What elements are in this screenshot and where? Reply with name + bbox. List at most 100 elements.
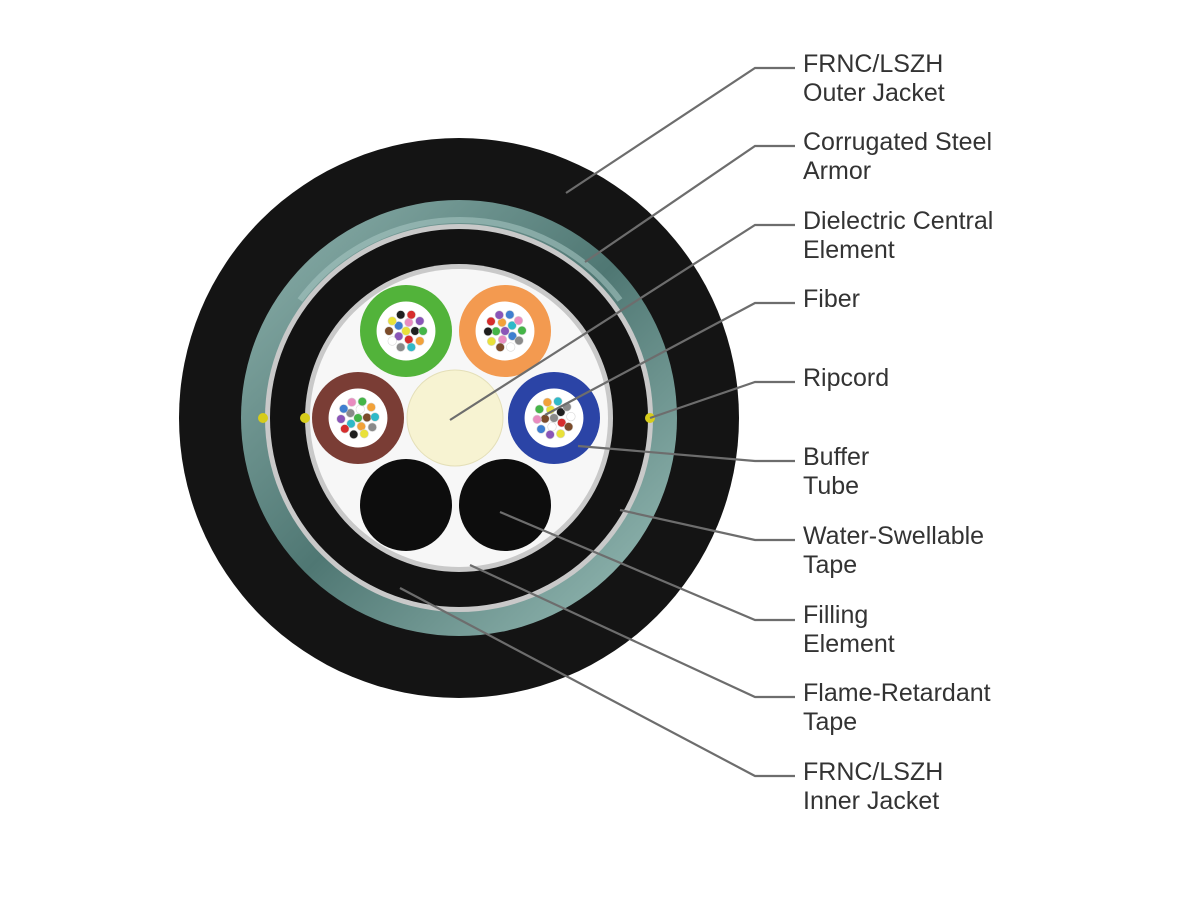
filling-element-left [360,459,452,551]
fiber [507,320,517,331]
fiber [507,331,518,341]
fiber [486,316,496,327]
buffer-tube-brown [312,372,404,464]
label-buffer-tube: Buffer Tube [803,443,1183,501]
label-fiber-line-1: Fiber [803,285,860,313]
label-water-swellable-tape-line-1: Water-Swellable [803,522,985,550]
fiber [367,422,377,432]
fiber [497,335,508,345]
fiber [370,412,380,422]
buffer-tube-green [360,285,452,377]
fiber [563,422,574,432]
fiber [566,412,576,422]
label-inner-jacket: FRNC/LSZH Inner Jacket [803,758,1183,816]
fiber [362,412,372,423]
fiber [387,316,397,326]
label-ripcord-line-1: Ripcord [803,364,890,392]
fiber [406,342,416,352]
buffer-tube-blue [508,372,600,464]
fiber [366,402,376,412]
label-armor-line-1: Corrugated Steel [803,128,993,156]
buffer-tube-orange [459,285,551,377]
fiber [346,419,356,429]
fiber [418,326,428,336]
label-corrugated-steel-armor: Corrugated Steel Armor [803,128,1183,186]
fiber [349,429,359,440]
fiber [500,326,510,336]
label-inner-jacket-line-2: Inner Jacket [803,787,940,815]
fiber [555,429,566,439]
fiber [336,414,346,424]
label-flame-retardant-tape: Flame-Retardant Tape [803,679,1183,737]
label-buffer-tube-line-1: Buffer [803,443,870,471]
fiber [384,326,394,336]
leader-line-flame-retardant-tape [469,564,795,699]
fiber [410,326,420,336]
fiber [401,326,411,336]
fiber [347,397,357,407]
label-central-element-line-1: Dielectric Central [803,207,994,235]
leader-line-fiber [544,301,795,416]
fiber [355,404,365,414]
fiber [486,336,497,347]
label-inner-jacket-line-1: FRNC/LSZH [803,758,944,786]
leader-line-water-swellable-tape [619,508,795,542]
fiber [345,408,356,418]
fiber [406,310,416,320]
label-filling-element-line-2: Element [803,630,895,658]
label-central-element-line-2: Element [803,236,895,264]
ripcord-left-outer [258,413,268,423]
label-filling-element: Filling Element [803,601,1183,659]
fiber [415,316,425,326]
fiber [353,413,363,423]
leader-line-central-element [449,223,795,421]
fiber [404,317,414,328]
fiber [545,430,555,440]
fiber [495,342,505,352]
fiber [394,321,404,331]
label-outer-jacket: FRNC/LSZH Outer Jacket [803,50,1183,108]
fiber [557,418,567,428]
leader-lines [399,66,795,778]
fiber [494,310,504,320]
ripcord-left-inner [300,413,310,423]
label-outer-jacket-line-2: Outer Jacket [803,79,945,107]
fiber [534,404,545,414]
label-dielectric-central-element: Dielectric Central Element [803,207,1183,265]
label-flame-retardant-tape-line-2: Tape [803,708,858,736]
fiber [483,326,493,337]
label-ripcord: Ripcord [803,364,1183,393]
fiber [357,397,367,407]
fiber [514,336,524,346]
label-filling-element-line-1: Filling [803,601,869,629]
label-water-swellable-tape: Water-Swellable Tape [803,522,1183,580]
fiber [547,422,557,432]
label-outer-jacket-line-1: FRNC/LSZH [803,50,944,78]
fiber [506,342,516,352]
fiber [491,326,501,336]
armor-highlight [297,217,623,302]
filling-element-right [459,459,551,551]
leader-line-outer-jacket [565,66,795,194]
fiber [387,336,397,346]
fiber [359,429,369,439]
leader-line-inner-jacket [399,587,795,778]
fiber [542,397,553,407]
fiber [513,316,524,326]
fiber [532,414,542,425]
fiber [339,404,349,414]
fiber [517,325,527,336]
fiber [536,424,546,434]
fiber [549,413,559,423]
label-fiber: Fiber [803,285,1183,314]
fiber [394,331,404,341]
fiber [540,414,550,424]
label-buffer-tube-line-2: Tube [803,472,860,500]
fiber [553,396,563,407]
fiber [505,310,515,320]
fiber [396,342,406,352]
leader-line-armor [584,144,795,263]
label-armor-line-2: Armor [803,157,872,185]
fiber [396,310,406,320]
